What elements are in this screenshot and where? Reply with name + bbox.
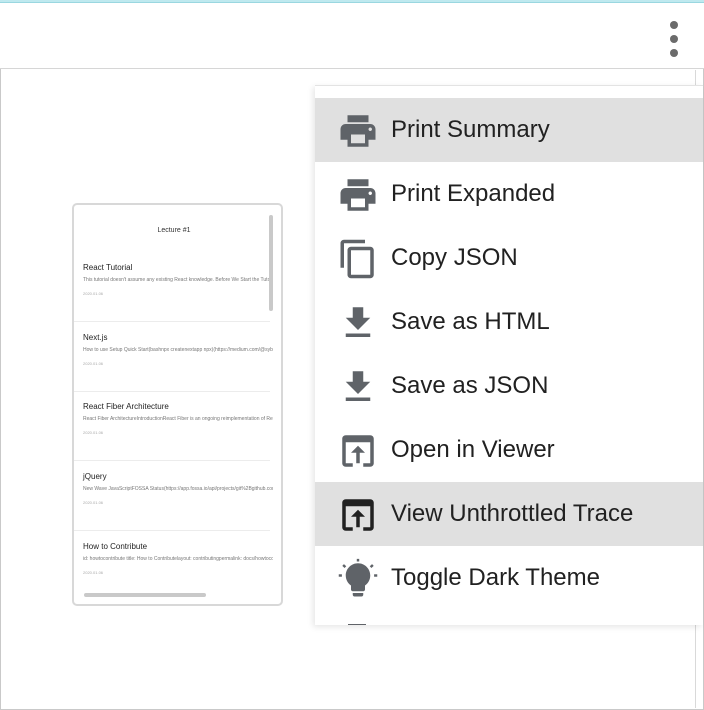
menu-item-save-html[interactable]: Save as HTML: [315, 290, 703, 354]
entry-title: jQuery: [83, 472, 107, 481]
download-icon: [345, 371, 371, 401]
entry-date: 2020.01.06: [83, 430, 104, 435]
entry-date: 2020.01.06: [83, 291, 104, 296]
menu-item-save-json[interactable]: Save as JSON: [315, 354, 703, 418]
entry-title: Next.js: [83, 333, 108, 342]
menu-item-copy-json[interactable]: Copy JSON: [315, 226, 703, 290]
copy-icon: [340, 239, 374, 279]
report-entry: How to Contribute id: howtocontribute ti…: [83, 542, 273, 575]
report-entry: React Tutorial This tutorial doesn't ass…: [83, 263, 273, 296]
report-title: Lecture #1: [157, 227, 191, 234]
menu-item-label: View Unthrottled Trace: [391, 500, 634, 527]
entry-description: This tutorial doesn't assume any existin…: [83, 277, 273, 283]
entry-divider: [74, 530, 270, 531]
entry-date: 2020.01.06: [83, 361, 104, 366]
menu-item-label: Open in Viewer: [391, 436, 555, 463]
menu-item-view-unthrottled-trace[interactable]: View Unthrottled Trace: [315, 482, 703, 546]
menu-item-toggle-dark-theme[interactable]: Toggle Dark Theme: [315, 546, 703, 610]
menu-item-open-in-viewer[interactable]: Open in Viewer: [315, 418, 703, 482]
next-item-partial-icon: [348, 624, 366, 625]
menu-item-label: Toggle Dark Theme: [391, 564, 600, 591]
open-in-new-icon: [342, 435, 374, 467]
entry-description: New Wave JavaScriptFOSSA Status(https://…: [83, 486, 273, 492]
entry-date: 2020.01.06: [83, 500, 104, 505]
entry-title: React Fiber Architecture: [83, 402, 169, 411]
export-menu: Print Summary Print Expanded Copy JSON S…: [315, 85, 703, 625]
horizontal-scrollbar[interactable]: [84, 593, 206, 597]
lightbulb-icon: [338, 558, 378, 597]
report-entry: Next.js How to use Setup Quick Start(bas…: [83, 333, 273, 366]
menu-item-label: Save as JSON: [391, 372, 549, 399]
entry-description: React Fiber ArchitectureIntroductionReac…: [83, 416, 273, 422]
download-icon: [345, 307, 371, 337]
top-accent-bar: [0, 0, 704, 3]
printer-icon: [340, 179, 376, 211]
entry-description: How to use Setup Quick Start(bashnpx cre…: [83, 347, 273, 353]
report-entry: jQuery New Wave JavaScriptFOSSA Status(h…: [83, 472, 273, 505]
entry-title: How to Contribute: [83, 542, 148, 551]
entry-title: React Tutorial: [83, 263, 133, 272]
menu-item-label: Print Summary: [391, 116, 550, 143]
entry-date: 2020.01.06: [83, 570, 104, 575]
entry-description: id: howtocontribute title: How to Contri…: [83, 556, 273, 562]
entry-divider: [74, 391, 270, 392]
entry-divider: [74, 321, 270, 322]
menu-item-label: Save as HTML: [391, 308, 550, 335]
menu-item-label: Copy JSON: [391, 244, 518, 271]
open-in-new-icon: [342, 499, 374, 531]
report-thumbnail[interactable]: Lecture #1 React Tutorial This tutorial …: [72, 203, 283, 606]
menu-item-label: Print Expanded: [391, 180, 556, 207]
printer-icon: [340, 115, 376, 147]
menu-item-print-expanded[interactable]: Print Expanded: [315, 162, 703, 226]
menu-item-print-summary[interactable]: Print Summary: [315, 98, 703, 162]
vertical-scrollbar[interactable]: [269, 215, 273, 311]
more-options-icon[interactable]: [663, 19, 685, 59]
topbar: [0, 3, 704, 69]
report-entry: React Fiber Architecture React Fiber Arc…: [83, 402, 273, 435]
entry-divider: [74, 460, 270, 461]
